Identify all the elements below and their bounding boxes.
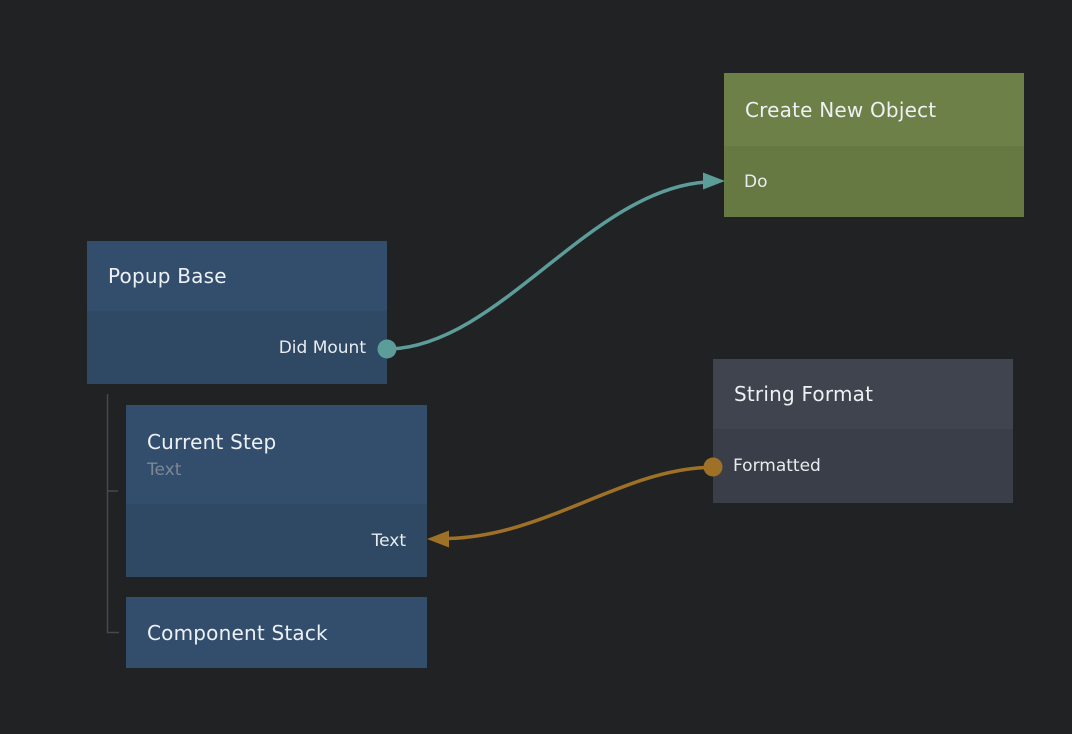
- node-string-format-header: String Format: [713, 359, 1013, 429]
- port-row-do[interactable]: Do: [724, 146, 1024, 217]
- tree-line-popup-base-children: [106, 394, 119, 634]
- node-popup-base-header: Popup Base: [87, 241, 387, 311]
- node-component-stack[interactable]: Component Stack: [126, 597, 427, 668]
- node-subtitle: Text: [147, 459, 182, 480]
- node-title: String Format: [734, 382, 874, 406]
- node-current-step[interactable]: Current Step Text Text: [126, 405, 427, 577]
- arrowhead-text-input: [427, 530, 449, 548]
- port-row-formatted[interactable]: Formatted: [713, 429, 1013, 503]
- node-popup-base[interactable]: Popup Base Did Mount: [87, 241, 387, 384]
- node-string-format[interactable]: String Format Formatted: [713, 359, 1013, 503]
- port-row-text[interactable]: Text: [126, 504, 427, 577]
- node-title: Create New Object: [745, 97, 937, 122]
- input-port-label: Do: [744, 171, 768, 192]
- node-title: Popup Base: [108, 264, 227, 288]
- output-port-label: Formatted: [733, 456, 821, 476]
- wire-did-mount-to-do[interactable]: [389, 180, 707, 351]
- node-current-step-header: Current Step Text: [126, 405, 427, 504]
- port-row-did-mount[interactable]: Did Mount: [87, 311, 387, 384]
- node-title: Component Stack: [147, 620, 328, 645]
- node-create-new-object-header: Create New Object: [724, 73, 1024, 146]
- wire-formatted-to-text[interactable]: [447, 465, 707, 541]
- arrowhead-do-input: [703, 172, 725, 190]
- input-port-label: Text: [371, 530, 406, 551]
- node-component-stack-header: Component Stack: [126, 597, 427, 668]
- node-create-new-object[interactable]: Create New Object Do: [724, 73, 1024, 217]
- node-title: Current Step: [147, 429, 277, 454]
- output-port-label: Did Mount: [278, 337, 366, 358]
